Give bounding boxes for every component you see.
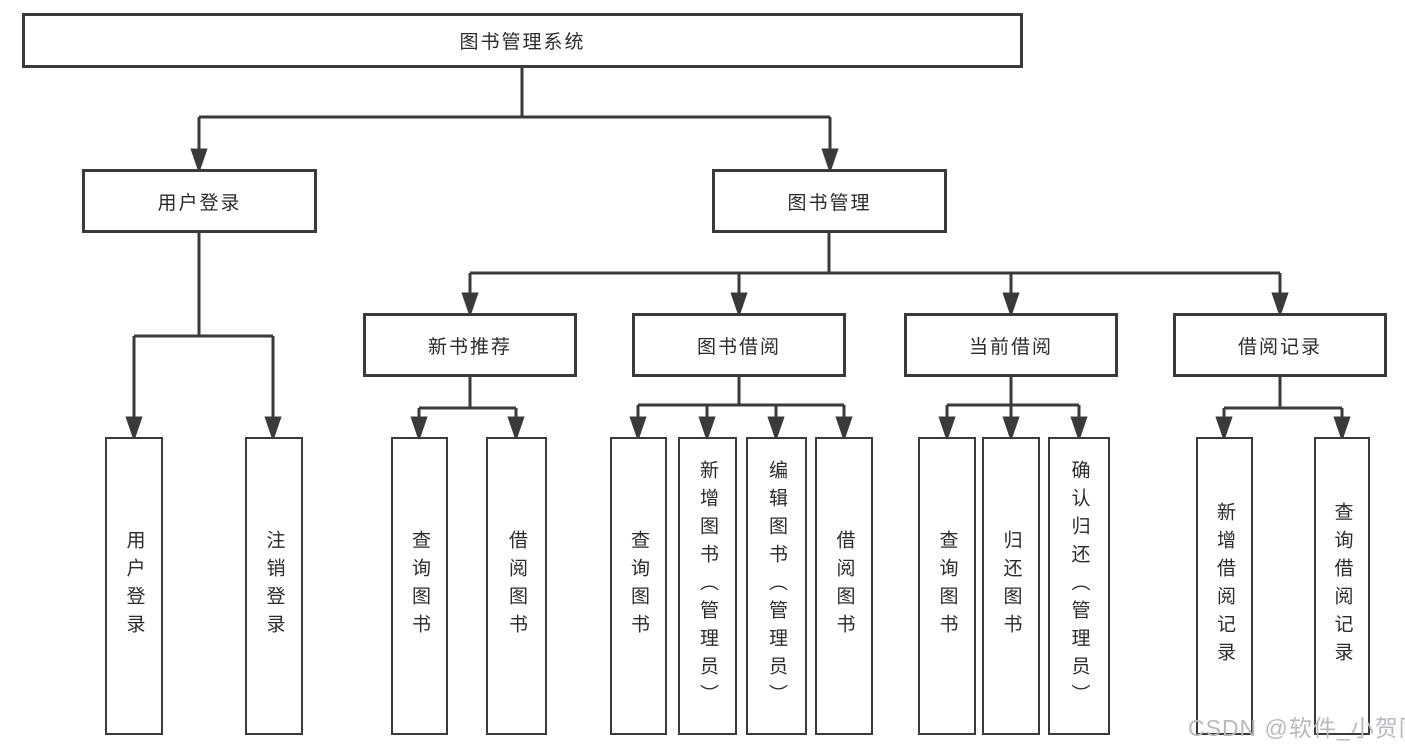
leaf-record-query-borrow-record: 查询借阅记录 [1314, 437, 1370, 735]
node-label: 借阅图书 [833, 530, 855, 642]
leaf-borrow-edit-books-admin: 编辑图书（管理员） [746, 437, 807, 735]
leaf-record-add-borrow-record: 新增借阅记录 [1196, 437, 1253, 735]
leaf-newbook-query-books: 查询图书 [391, 437, 448, 735]
node-label: 注销登录 [263, 530, 285, 642]
node-label: 确认归还（管理员） [1068, 460, 1090, 712]
arrowhead-book-management [821, 148, 839, 174]
node-label: 用户登录 [123, 530, 145, 642]
node-user-login: 用户登录 [82, 169, 317, 233]
node-current-borrowing: 当前借阅 [904, 313, 1118, 377]
node-label: 编辑图书（管理员） [766, 460, 787, 712]
node-label: 新增图书（管理员） [697, 460, 718, 712]
node-book-management: 图书管理 [712, 169, 947, 233]
node-label: 新书推荐 [427, 336, 512, 358]
node-label: 借阅记录 [1237, 336, 1322, 358]
leaf-current-return-books: 归还图书 [982, 437, 1040, 735]
leaf-logout: 注销登录 [245, 437, 303, 735]
node-label: 借阅图书 [506, 530, 527, 642]
node-label: 当前借阅 [968, 336, 1053, 358]
arrowhead-user-login [190, 148, 208, 174]
leaf-current-query-books: 查询图书 [918, 437, 976, 735]
leaf-borrow-add-books-admin: 新增图书（管理员） [678, 437, 737, 735]
node-library-management-system: 图书管理系统 [22, 13, 1023, 68]
node-new-book-recommend: 新书推荐 [363, 313, 577, 377]
node-label: 查询图书 [628, 530, 649, 642]
node-label: 图书管理系统 [459, 32, 586, 53]
csdn-watermark: CSDN @软件_小贺同学 [1188, 715, 1405, 741]
node-label: 图书借阅 [696, 336, 781, 358]
node-borrowing-records: 借阅记录 [1173, 313, 1387, 377]
leaf-user-login: 用户登录 [105, 437, 163, 735]
node-label: 归还图书 [1000, 530, 1022, 642]
node-label: 新增借阅记录 [1214, 502, 1235, 670]
leaf-borrow-query-books: 查询图书 [610, 437, 667, 735]
leaf-borrow-borrow-books: 借阅图书 [815, 437, 873, 735]
leaf-newbook-borrow-books: 借阅图书 [486, 437, 547, 735]
node-label: 用户登录 [157, 192, 242, 214]
node-label: 图书管理 [787, 192, 872, 214]
node-label: 查询借阅记录 [1331, 502, 1353, 670]
node-book-borrowing: 图书借阅 [632, 313, 846, 377]
leaf-current-confirm-return-admin: 确认归还（管理员） [1048, 437, 1110, 735]
node-label: 查询图书 [409, 530, 430, 642]
node-label: 查询图书 [936, 530, 958, 642]
